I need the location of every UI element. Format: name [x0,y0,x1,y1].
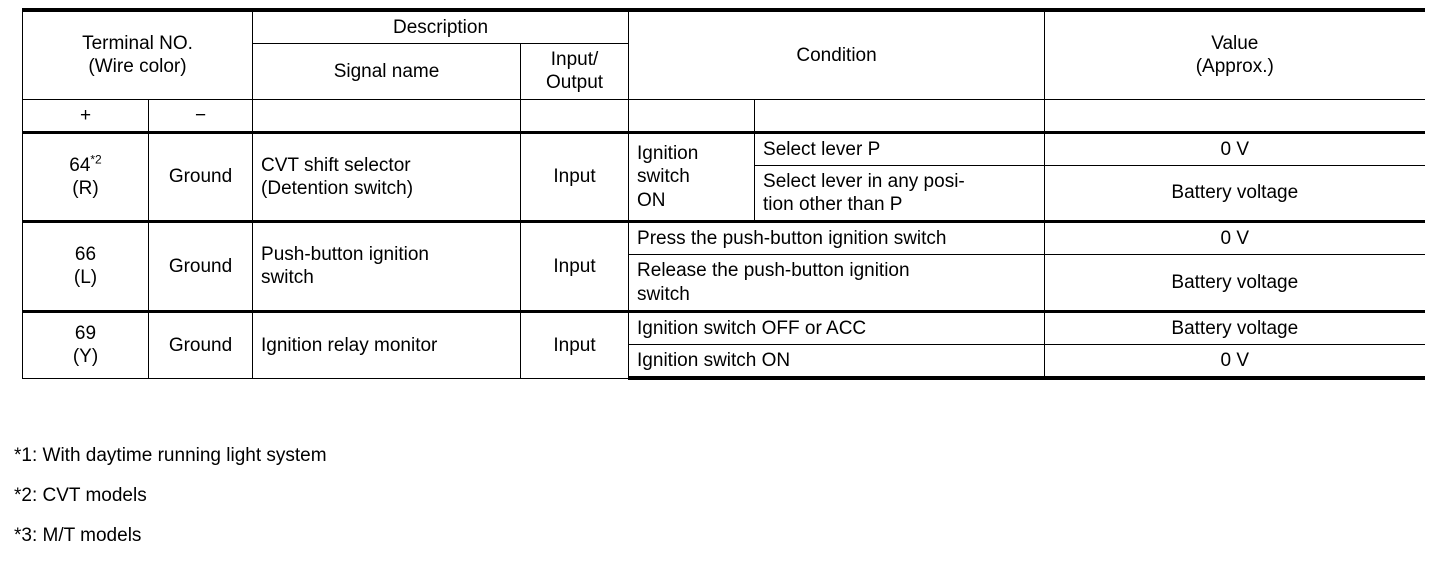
footnote-1: *1: With daytime running light system [14,445,327,466]
condition-cell: Press the push-button ignition switch [628,220,1046,256]
header-value-spacer [1044,98,1425,133]
wire-color: (Y) [72,346,99,368]
terminal-specification-table: Terminal NO. (Wire color) Description Co… [21,7,1425,381]
signal-name-cell: Push-button ignition switch [252,220,522,312]
table-row: 69 (Y) Ground Ignition relay monitor Inp… [22,309,1425,379]
condition-cell: Select lever P [754,130,1046,166]
terminal-footnote-marker: *2 [90,152,102,167]
terminal-number-cell: 66 (L) [22,220,149,312]
footnote-3: *3: M/T models [14,524,142,546]
header-description: Description [252,8,630,45]
footnotes: *1: With daytime running light system *2… [14,445,1424,566]
condition-group-line-1: Ignition [637,143,699,165]
header-signal-name: Signal name [252,43,522,100]
footnote-2: *2: CVT models [14,484,147,506]
terminal-number-cell: 69 (Y) [22,309,149,379]
table-header-row-3: + − [22,98,1425,133]
header-wire-color-label: (Wire color) [88,56,187,78]
table-row: 64*2 (R) Ground CVT shift selector (Dete… [22,130,1425,223]
condition-group-cell: Ignition switch ON [628,130,756,223]
signal-name-line-1: Push-button ignition [261,244,429,266]
terminal-number: 66 [74,244,97,266]
terminal-minus-cell: Ground [147,130,254,223]
header-condition-spacer-right [754,98,1046,133]
terminal-number: 64*2 [69,152,102,176]
input-output-cell: Input [520,309,630,379]
condition-cell: Ignition switch OFF or ACC [628,309,1046,345]
header-terminal-no-label: Terminal NO. [82,33,193,55]
value-cell: Battery voltage [1044,254,1425,312]
header-output-label: Output [546,72,604,94]
terminal-minus-cell: Ground [147,220,254,312]
header-input-output: Input/ Output [520,43,630,100]
value-cell: Battery voltage [1044,164,1425,223]
header-value-label: Value [1211,33,1259,55]
signal-name-cell: Ignition relay monitor [252,309,522,379]
wire-color: (L) [73,267,98,289]
terminal-number: 69 [74,322,97,344]
condition-line-1: Release the push-button ignition [637,260,910,282]
value-cell: 0 V [1044,343,1425,381]
header-signal-name-spacer [252,98,522,133]
table-header-row-1: Terminal NO. (Wire color) Description Co… [21,7,1425,100]
header-input-output-spacer [520,98,630,133]
signal-name-cell: CVT shift selector (Detention switch) [252,130,522,223]
condition-cell: Select lever in any posi- tion other tha… [754,164,1046,223]
header-condition: Condition [628,7,1046,100]
terminal-minus-cell: Ground [147,309,254,379]
terminal-number-cell: 64*2 (R) [22,130,149,223]
condition-line-2: switch [637,283,690,305]
header-minus: − [147,98,254,133]
signal-name-line-1: CVT shift selector [261,154,411,176]
input-output-cell: Input [520,220,630,312]
input-output-cell: Input [520,130,630,223]
header-plus: + [22,98,149,133]
header-value: Value (Approx.) [1044,7,1425,100]
wire-color: (R) [72,177,99,199]
header-condition-spacer-left [628,98,756,133]
condition-group-line-2: switch [637,166,690,188]
header-input-label: Input/ [550,49,599,71]
condition-group-line-3: ON [637,189,666,211]
table-row: 66 (L) Ground Push-button ignition switc… [22,220,1425,312]
table-row: Ignition switch ON 0 V [23,343,1425,381]
condition-cell: Ignition switch ON [628,343,1046,381]
condition-line-2: tion other than P [763,194,903,216]
condition-line-1: Select lever in any posi- [763,170,965,192]
condition-cell: Release the push-button ignition switch [628,254,1046,312]
value-cell: 0 V [1044,130,1425,166]
header-terminal-no: Terminal NO. (Wire color) [21,7,254,100]
value-cell: Battery voltage [1044,309,1425,345]
table-header-row-2: Signal name Input/ Output [23,43,1425,100]
signal-name-line-2: (Detention switch) [261,177,414,199]
value-cell: 0 V [1044,220,1425,256]
signal-name-line-2: switch [261,267,314,289]
table-row: Release the push-button ignition switch … [23,254,1425,312]
header-value-approx-label: (Approx.) [1195,56,1274,78]
